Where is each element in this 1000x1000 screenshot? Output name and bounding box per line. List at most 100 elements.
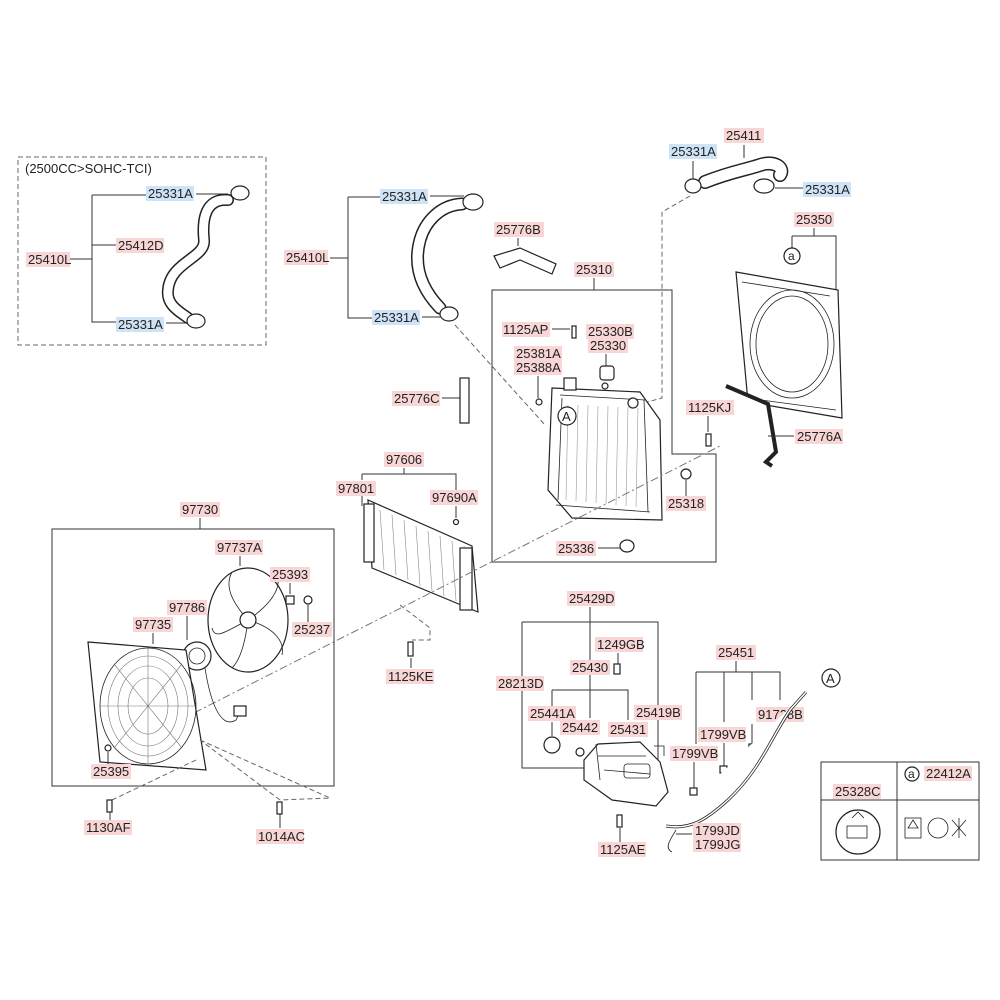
pill [514, 346, 562, 361]
pill [430, 490, 478, 505]
pill [698, 727, 746, 742]
pill [496, 676, 544, 691]
label-1130AF: 1130AF [86, 820, 131, 835]
label-25776B: 25776B [496, 222, 541, 237]
pill [392, 391, 440, 406]
pill [598, 842, 646, 857]
bolt-icon [680, 468, 692, 480]
pill [514, 360, 562, 375]
pill [556, 541, 596, 556]
callout-A-text: A [826, 671, 835, 686]
label-25330: 25330 [590, 338, 626, 353]
label-1249GB: 1249GB [597, 637, 645, 652]
variant-note: (2500CC>SOHC-TCI) [25, 161, 152, 176]
bracket-mid-hose [330, 196, 380, 319]
pill [724, 128, 764, 143]
label-1125AP: 1125AP [503, 322, 548, 337]
label-25388A: 25388A [516, 360, 561, 375]
bolt-icon [106, 799, 113, 813]
pill [386, 669, 434, 684]
label-1014AC: 1014AC [258, 829, 305, 844]
hose-25412D [161, 193, 234, 324]
label-25776C: 25776C [394, 391, 440, 406]
clamp-icon [462, 193, 484, 211]
pill [693, 823, 741, 838]
clamp-icon [684, 178, 702, 194]
pill [560, 720, 600, 735]
label-25441A: 25441A [530, 706, 575, 721]
clamp-icon [439, 306, 459, 322]
pill [595, 637, 643, 652]
label-25395: 25395 [93, 764, 129, 779]
pill [634, 705, 682, 720]
bolt-icon [613, 663, 621, 675]
callout-a-text: a [788, 249, 795, 263]
bolt-icon [535, 398, 543, 406]
hot-surface-icon [927, 817, 949, 839]
caution-label-icon [904, 817, 922, 839]
pill [924, 766, 972, 781]
nut-icon [285, 595, 295, 605]
radiator-cap-icon [599, 365, 615, 381]
label-25331A: 25331A [148, 186, 193, 201]
callout-A [821, 668, 841, 688]
label-97606: 97606 [386, 452, 422, 467]
pill [180, 502, 220, 517]
seal-strip-25776A [725, 384, 779, 468]
label-1799VB: 1799VB [700, 727, 746, 742]
bolt-icon [407, 641, 414, 657]
label-25331A: 25331A [805, 182, 850, 197]
reservoir-tank [583, 741, 669, 807]
label-97690A: 97690A [432, 490, 477, 505]
reservoir-cap-icon [543, 736, 561, 754]
pill [502, 322, 550, 337]
label-25237: 25237 [294, 622, 330, 637]
pill [372, 310, 420, 325]
label-25336: 25336 [558, 541, 594, 556]
clamp-icon [230, 185, 250, 201]
label-25776A: 25776A [797, 429, 842, 444]
pill [794, 212, 834, 227]
label-25451: 25451 [718, 645, 754, 660]
label-25430: 25430 [572, 660, 608, 675]
pill [833, 784, 881, 799]
label-1125AE: 1125AE [600, 842, 646, 857]
label-91738B: 91738B [758, 707, 803, 722]
pill [215, 540, 263, 555]
label-1799JD: 1799JD [695, 823, 740, 838]
drain-plug-icon [619, 539, 635, 553]
label-25331A: 25331A [118, 317, 163, 332]
pill [133, 617, 173, 632]
label-25393: 25393 [272, 567, 308, 582]
no-open-icon [951, 818, 967, 838]
pill [795, 429, 843, 444]
seal-strip-25776C [459, 377, 470, 424]
label-97730: 97730 [182, 502, 218, 517]
bolt-icon [616, 814, 623, 828]
warning-label-icon [835, 809, 881, 855]
label-table [820, 761, 980, 861]
pill [494, 222, 544, 237]
label-25419B: 25419B [636, 705, 681, 720]
connector-icon [233, 705, 247, 717]
pill [284, 250, 328, 265]
label-25412D: 25412D [118, 238, 164, 253]
label-25310: 25310 [576, 262, 612, 277]
label-25410L: 25410L [28, 252, 71, 267]
pill [292, 622, 332, 637]
label-25411: 25411 [726, 128, 761, 143]
label-1125KJ: 1125KJ [688, 400, 731, 415]
clamp-icon [753, 178, 775, 194]
pill [570, 660, 610, 675]
clamp-icon [186, 313, 206, 329]
bolt-icon [452, 518, 460, 526]
bolt-icon [705, 433, 712, 447]
pill [670, 746, 718, 761]
label-1799VB-b: 1799VB [672, 746, 718, 761]
label-25331A: 25331A [374, 310, 419, 325]
bolt-icon [571, 325, 577, 339]
pill [84, 820, 132, 835]
label-25350: 25350 [796, 212, 832, 227]
pill [116, 317, 164, 332]
pill [669, 144, 717, 159]
